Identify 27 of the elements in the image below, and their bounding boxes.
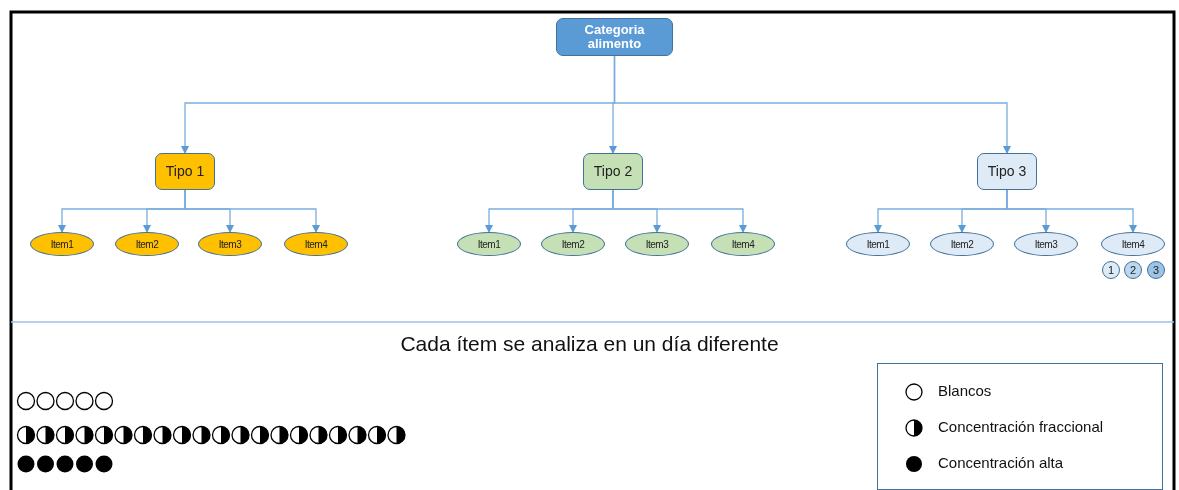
connector-arrow bbox=[1006, 189, 1137, 233]
legend-text: Blancos bbox=[938, 382, 992, 399]
connector-arrow bbox=[613, 55, 1011, 154]
numbered-circle: 2 bbox=[1124, 261, 1142, 279]
legend-text: Concentración fraccional bbox=[938, 418, 1104, 435]
item-ellipse: Item1 bbox=[457, 232, 521, 256]
item-ellipse: Item2 bbox=[115, 232, 179, 256]
item-ellipse: Item3 bbox=[198, 232, 262, 256]
type-box: Tipo 2 bbox=[583, 153, 643, 190]
item-ellipse: Item4 bbox=[1101, 232, 1165, 256]
item-ellipse: Item2 bbox=[541, 232, 605, 256]
item-ellipse: Item3 bbox=[1014, 232, 1078, 256]
connector-arrow bbox=[184, 189, 320, 233]
legend-text: Concentración alta bbox=[938, 454, 1064, 471]
item-ellipse: Item1 bbox=[30, 232, 94, 256]
item-ellipse: Item4 bbox=[284, 232, 348, 256]
note-text: Cada ítem se analiza en un día diferente bbox=[399, 332, 780, 356]
connector-arrow bbox=[612, 189, 747, 233]
item-ellipse: Item2 bbox=[930, 232, 994, 256]
category-box: Categoria alimento bbox=[556, 18, 673, 56]
type-box: Tipo 3 bbox=[977, 153, 1037, 190]
numbered-circle: 1 bbox=[1102, 261, 1120, 279]
type-box: Tipo 1 bbox=[155, 153, 215, 190]
item-ellipse: Item4 bbox=[711, 232, 775, 256]
item-ellipse: Item3 bbox=[625, 232, 689, 256]
numbered-circle: 3 bbox=[1147, 261, 1165, 279]
item-ellipse: Item1 bbox=[846, 232, 910, 256]
